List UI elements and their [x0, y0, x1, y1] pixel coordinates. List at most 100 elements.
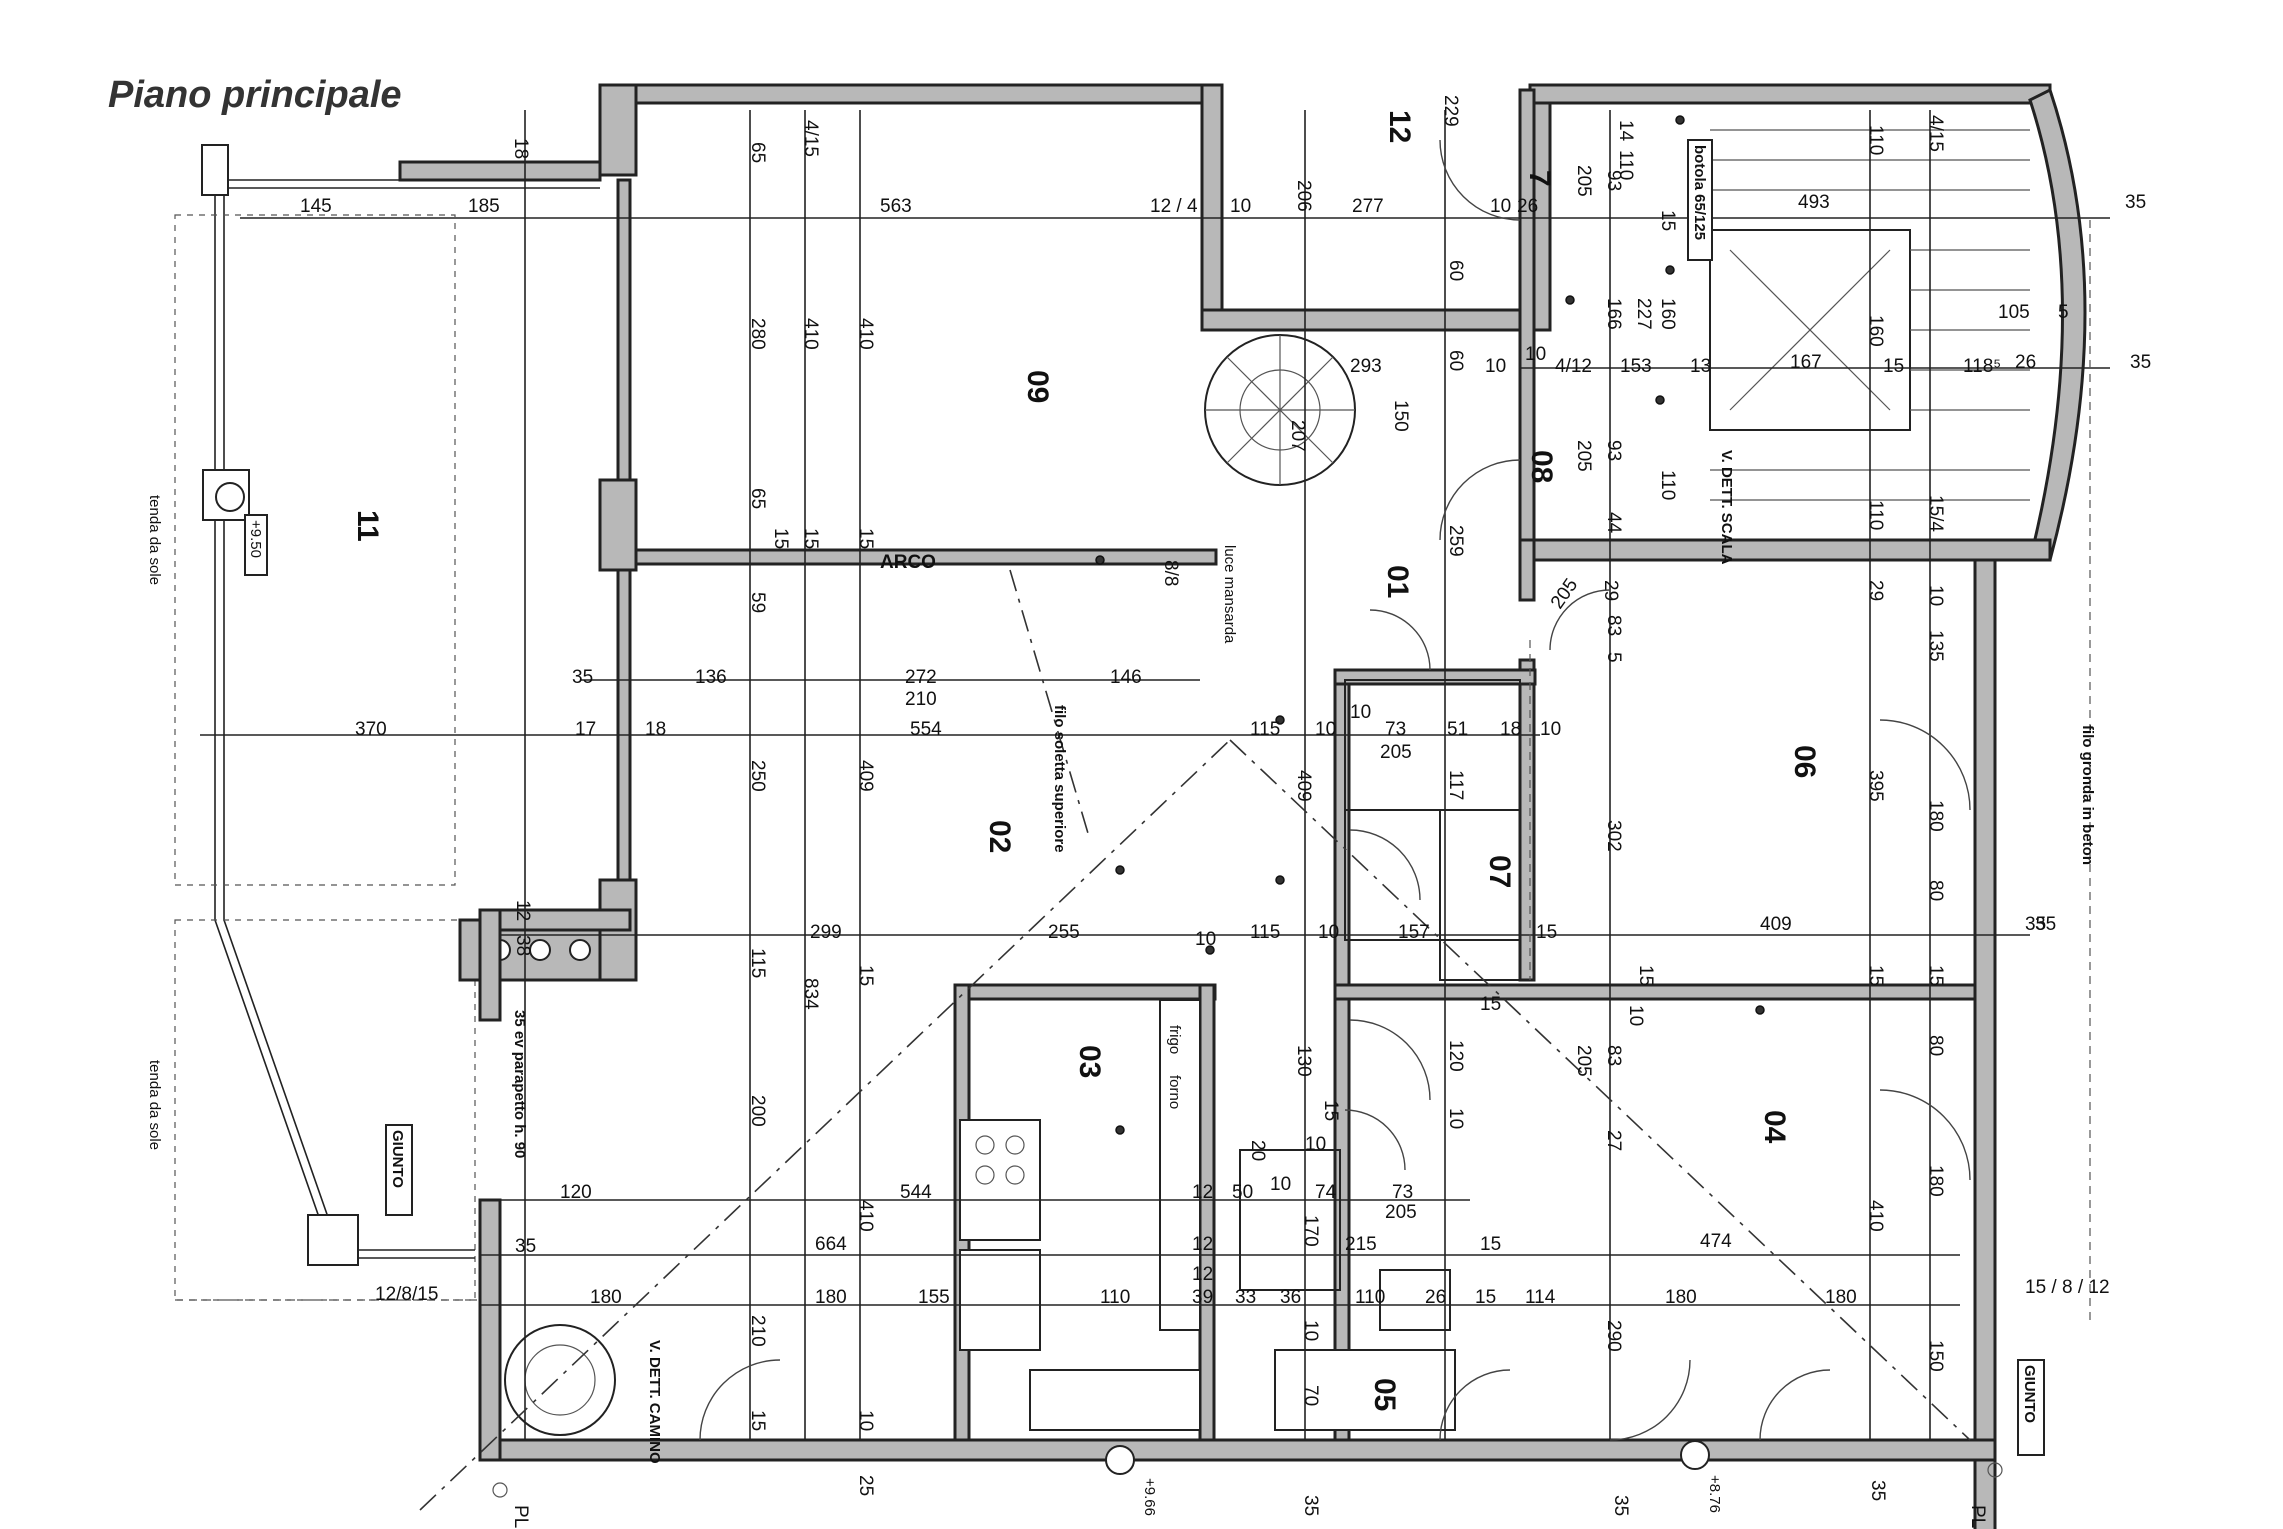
dim-12c: 12 [1192, 1234, 1213, 1255]
filo-gronda-label: filo gronda in beton [2079, 725, 2096, 865]
dim-185: 185 [468, 196, 500, 217]
dim-10j: 10 [1195, 929, 1216, 950]
dim-153: 153 [1620, 356, 1652, 377]
room-12: 12 [1383, 110, 1416, 143]
filo-soletta-label: filo soletta superiore [1051, 705, 1068, 853]
dim-10d: 10 [1525, 344, 1546, 365]
dim-205a: 205 [1573, 165, 1594, 197]
frigo-label: frigo [1166, 1025, 1183, 1054]
dim-12d: 12 [1192, 1264, 1213, 1285]
dim-120a: 120 [1445, 1040, 1466, 1072]
dim-4-12: 4/12 [1555, 356, 1592, 377]
dim-35e: 35 [2035, 914, 2056, 935]
dim-215: 215 [1345, 1234, 1377, 1255]
dim-17: 17 [575, 719, 596, 740]
dim-4-15b: 4/15 [1925, 115, 1946, 152]
v-dett-camino-label: V. DETT. CAMINO [646, 1340, 663, 1464]
dim-60b: 60 [1445, 350, 1466, 371]
dim-166: 166 [1603, 298, 1624, 330]
dim-65b: 65 [747, 488, 768, 509]
dim-36: 36 [1280, 1287, 1301, 1308]
dim-157: 157 [1398, 922, 1430, 943]
dim-160a: 160 [1657, 298, 1678, 330]
dim-10f: 10 [1315, 719, 1336, 740]
annotations: ARCO GIUNTO GIUNTO tenda da sole tenda d… [146, 139, 2110, 1528]
dim-39: 39 [1192, 1287, 1213, 1308]
pl-left-label: PL [510, 1505, 531, 1528]
dim-302: 302 [1603, 820, 1624, 852]
dim-210a: 210 [905, 689, 937, 710]
dim-115c: 115 [747, 948, 768, 978]
dim-205f: 205 [1385, 1202, 1417, 1223]
level-876-label: +8.76 [1706, 1475, 1723, 1513]
dim-18c: 18 [1500, 719, 1521, 740]
dim-410a: 410 [800, 318, 821, 350]
dimension-lines [175, 110, 2110, 1511]
dim-35h: 35 [1610, 1495, 1631, 1516]
dim-5b: 5 [1603, 652, 1624, 663]
dim-25: 25 [855, 1475, 876, 1496]
dim-5: 5 [2058, 302, 2069, 323]
dim-10o: 10 [855, 1410, 876, 1431]
dim-35d: 35 [572, 667, 593, 688]
dim-206: 206 [1293, 180, 1314, 212]
dim-293: 293 [1350, 356, 1382, 377]
dim-205c: 205 [1547, 575, 1582, 613]
dim-15b: 15 [1883, 356, 1904, 377]
dim-35i: 35 [1867, 1480, 1888, 1501]
dim-15h: 15 [1635, 965, 1656, 986]
dim-409a: 409 [855, 760, 876, 792]
dim-4-15a: 4/15 [800, 120, 821, 157]
dim-250: 250 [747, 760, 768, 792]
dim-409b: 409 [1293, 770, 1314, 802]
dim-80b: 80 [1925, 1035, 1946, 1056]
room-06: 06 [1788, 745, 1821, 778]
room-09: 09 [1021, 370, 1054, 403]
dim-10h: 10 [1350, 702, 1371, 723]
room-11: 11 [351, 510, 384, 542]
dim-29a: 29 [1600, 580, 1621, 601]
dim-10m: 10 [1305, 1134, 1326, 1155]
dim-50: 50 [1232, 1182, 1253, 1203]
dim-15i: 15 [1865, 965, 1886, 986]
room-02: 02 [983, 820, 1016, 853]
dim-65a: 65 [747, 142, 768, 163]
dim-15a: 15 [1657, 210, 1678, 231]
exterior-walls [478, 83, 2087, 1529]
dim-146: 146 [1110, 667, 1142, 688]
dim-155: 155 [918, 1287, 950, 1308]
dim-10g: 10 [1540, 719, 1561, 740]
dim-15c: 15 [770, 528, 791, 549]
dim-35b: 35 [2130, 352, 2151, 373]
room-05: 05 [1368, 1378, 1401, 1411]
dim-38: 38 [512, 935, 533, 956]
dim-110c: 110 [1657, 470, 1678, 500]
dim-227: 227 [1633, 298, 1654, 330]
dim-150a: 150 [1390, 400, 1411, 432]
dim-10k: 10 [1625, 1005, 1646, 1026]
dim-26c: 26 [1425, 1287, 1446, 1308]
dim-117: 117 [1445, 770, 1466, 800]
dim-26: 26 [1517, 196, 1538, 217]
dim-118-5: 118⁵ [1963, 356, 2001, 377]
room-04: 04 [1758, 1110, 1791, 1144]
botola-label: botola 65/125 [1691, 145, 1708, 240]
dim-93b: 93 [1603, 440, 1624, 461]
luce-mansarda-label: luce mansarda [1221, 545, 1238, 644]
dim-160b: 160 [1865, 315, 1886, 347]
dim-83b: 83 [1603, 1045, 1624, 1066]
dim-35c: 35 [2025, 914, 2046, 935]
dim-493: 493 [1798, 192, 1830, 213]
level-966-label: +9.66 [1141, 1478, 1158, 1516]
dim-15o: 15 [747, 1410, 768, 1431]
dim-255: 255 [1048, 922, 1080, 943]
dim-170: 170 [1300, 1215, 1321, 1247]
dim-410b: 410 [855, 318, 876, 350]
dim-299: 299 [810, 922, 842, 943]
dim-563: 563 [880, 196, 912, 217]
dim-834: 834 [800, 978, 821, 1010]
dim-15l: 15 [1320, 1100, 1341, 1121]
dim-205d: 205 [1380, 742, 1412, 763]
dim-277: 277 [1352, 196, 1384, 217]
